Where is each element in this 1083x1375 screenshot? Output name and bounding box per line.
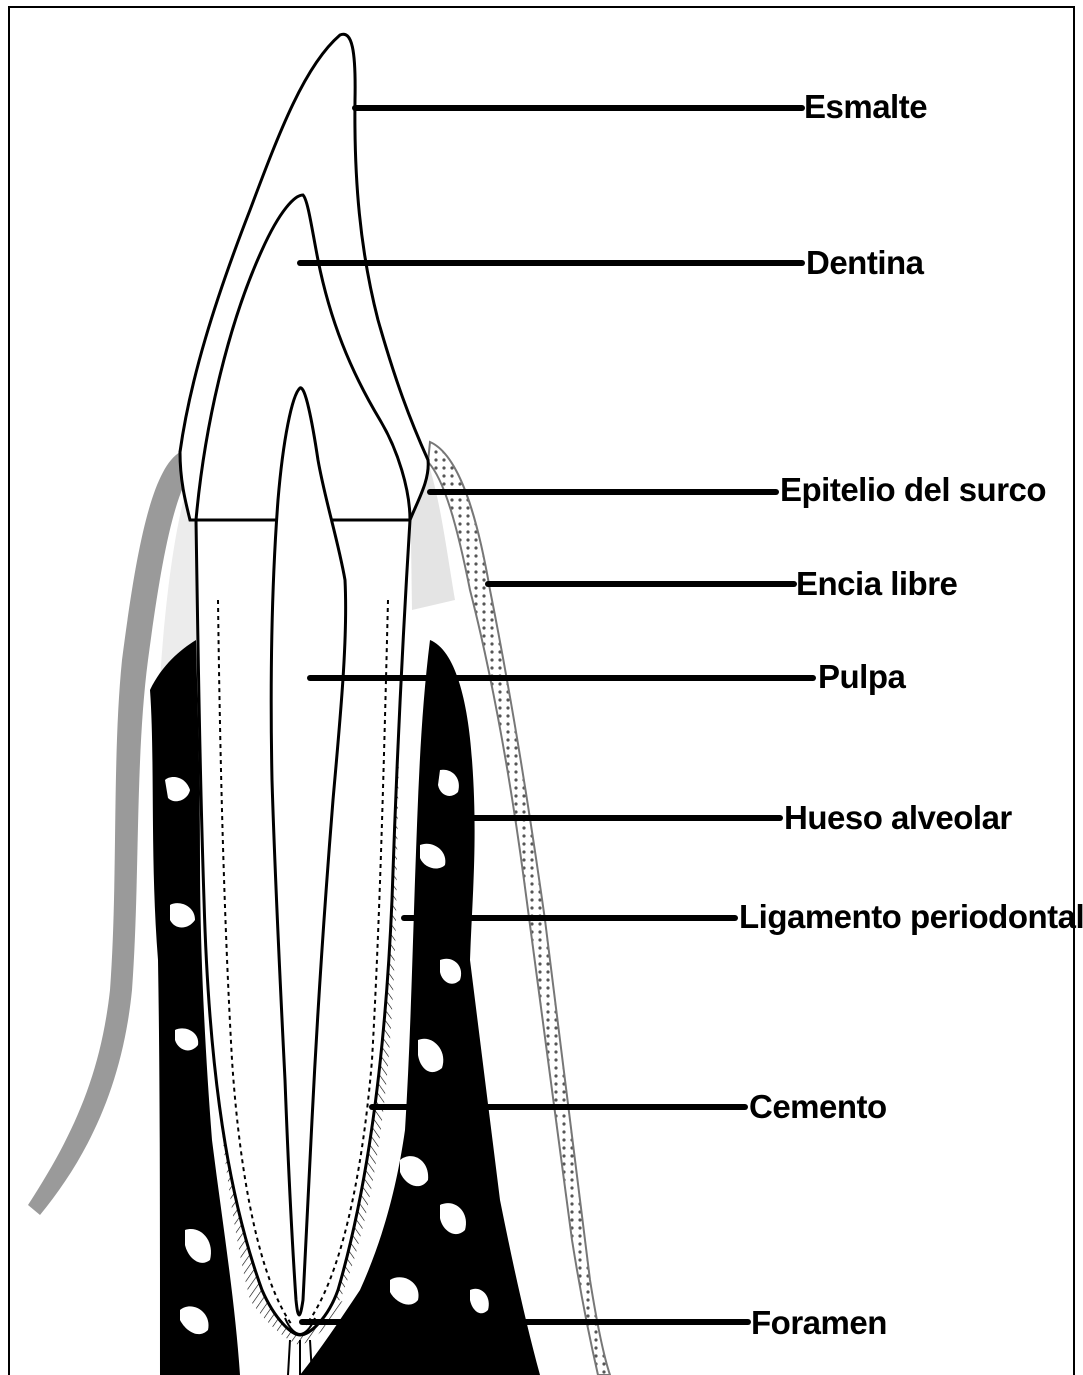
label-esmalte: Esmalte — [804, 88, 927, 125]
label-dentina: Dentina — [806, 244, 925, 281]
label-pulpa: Pulpa — [818, 658, 906, 695]
label-hueso-alveolar: Hueso alveolar — [784, 799, 1012, 836]
label-epitelio-del-surco: Epitelio del surco — [780, 471, 1046, 508]
label-encia-libre: Encia libre — [796, 565, 958, 602]
label-ligamento-periodontal: Ligamento periodontal — [739, 898, 1083, 935]
label-foramen: Foramen — [751, 1304, 887, 1341]
label-cemento: Cemento — [749, 1088, 887, 1125]
